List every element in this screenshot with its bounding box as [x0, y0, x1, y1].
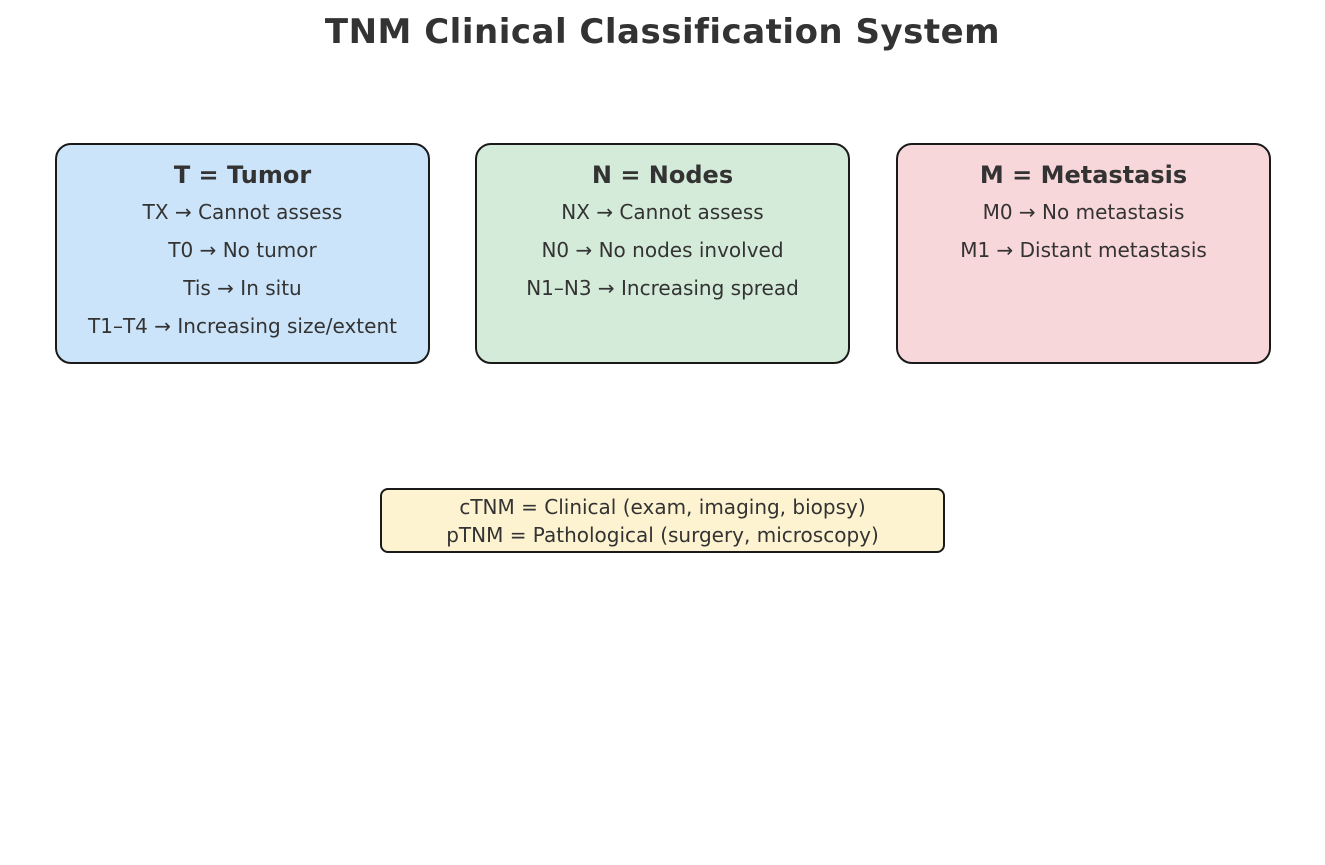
ctnm-note-line: cTNM = Clinical (exam, imaging, biopsy) [459, 494, 866, 519]
ptnm-note-line: pTNM = Pathological (surgery, microscopy… [446, 522, 879, 547]
metastasis-line-m1: M1 → Distant metastasis [960, 238, 1207, 262]
metastasis-box-title: M = Metastasis [979, 161, 1188, 189]
metastasis-box: M = Metastasis M0 → No metastasis M1 → D… [896, 143, 1271, 364]
nodes-box-title: N = Nodes [591, 161, 734, 189]
metastasis-line-m0: M0 → No metastasis [982, 200, 1185, 224]
tumor-line-t0: T0 → No tumor [168, 238, 317, 262]
ctnm-ptnm-note-box: cTNM = Clinical (exam, imaging, biopsy) … [380, 488, 945, 553]
tumor-box-title: T = Tumor [173, 161, 312, 189]
tumor-box: T = Tumor TX → Cannot assess T0 → No tum… [55, 143, 430, 364]
diagram-title: TNM Clinical Classification System [324, 12, 1001, 52]
tumor-line-t1-t4: T1–T4 → Increasing size/extent [88, 314, 397, 338]
tumor-line-tx: TX → Cannot assess [142, 200, 343, 224]
nodes-line-nx: NX → Cannot assess [561, 200, 764, 224]
nodes-line-n0: N0 → No nodes involved [541, 238, 784, 262]
nodes-box: N = Nodes NX → Cannot assess N0 → No nod… [475, 143, 850, 364]
tumor-line-tis: Tis → In situ [183, 276, 302, 300]
nodes-line-n1-n3: N1–N3 → Increasing spread [526, 276, 799, 300]
